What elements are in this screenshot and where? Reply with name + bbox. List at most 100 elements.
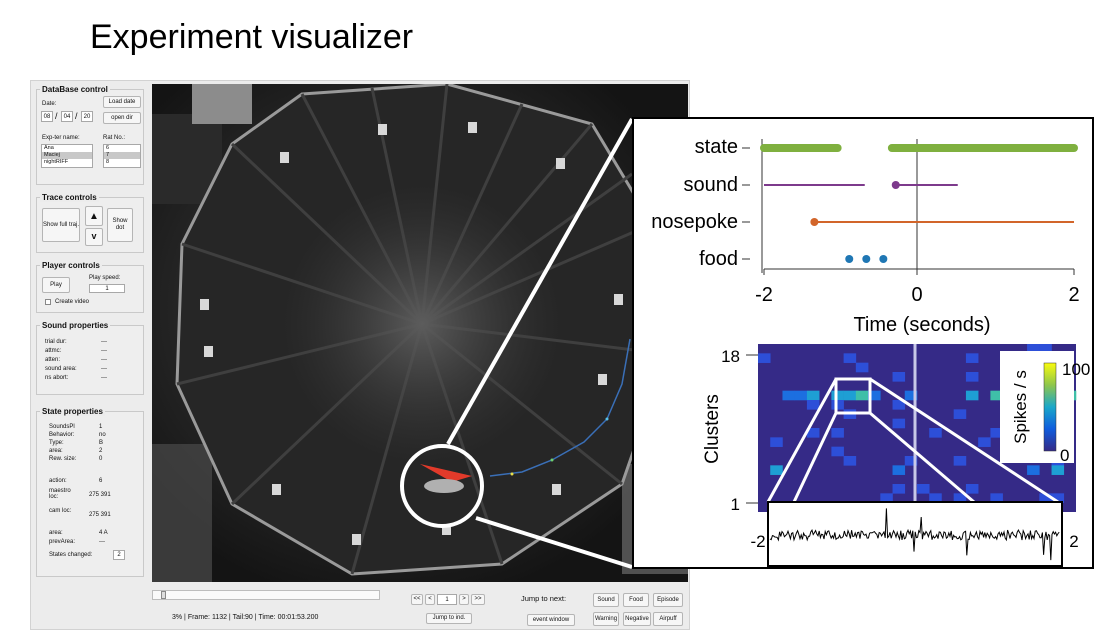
heatmap-cell [965, 390, 979, 401]
frame-step-field[interactable]: 1 [437, 594, 457, 605]
nav-last-button[interactable]: >> [471, 594, 485, 605]
event-raster-chart: state sound nosepoke food -2 0 2 Time (s… [651, 136, 1079, 336]
heatmap-cell [990, 428, 1003, 438]
state-properties-title: State properties [40, 407, 105, 416]
heatmap-cell [758, 353, 771, 363]
heatmap-cell [929, 428, 942, 438]
list-item[interactable]: Maciej [42, 152, 92, 159]
state-area-label: area: [49, 448, 63, 454]
heatmap-cell [843, 456, 857, 466]
show-dot-button[interactable]: Show dot [107, 208, 133, 242]
warning-event-button[interactable]: Warning [593, 612, 619, 626]
create-video-checkbox[interactable] [45, 299, 51, 305]
list-item[interactable]: 6 [106, 145, 110, 151]
state-area-value: 2 [99, 448, 103, 454]
heatmap-x-tick-right: 2 [1069, 532, 1078, 551]
sound-properties-title: Sound properties [40, 321, 111, 330]
state-type-label: Type: [49, 440, 64, 446]
video-frame[interactable] [152, 84, 688, 582]
frame-slider-thumb[interactable] [161, 591, 166, 599]
database-control-title: DataBase control [40, 85, 110, 94]
list-item[interactable]: Ana [44, 145, 54, 151]
heatmap-cell [831, 400, 844, 410]
list-item[interactable]: 7 [104, 152, 140, 159]
jump-to-index-button[interactable]: Jump to ind. [426, 613, 472, 624]
raster-x-tick-0: 0 [911, 284, 922, 306]
raster-x-axis-label: Time (seconds) [853, 314, 990, 336]
state-rew-size-value: 0 [99, 456, 103, 462]
create-video-label: Create video [55, 299, 90, 305]
state-properties-panel: State properties SoundsPl 1 Behavior: no… [36, 407, 144, 577]
maestro-loc-label: maestro loc: [49, 488, 71, 500]
heatmap-cell [953, 409, 967, 419]
colorbar-max: 100 [1062, 360, 1090, 379]
spike-trace-line [769, 508, 1060, 561]
analysis-callout: state sound nosepoke food -2 0 2 Time (s… [632, 117, 1094, 569]
state-behavior-value: no [99, 432, 106, 438]
date-day-field[interactable]: 08 [41, 111, 53, 122]
nav-first-button[interactable]: << [411, 594, 423, 605]
raster-row-label-nosepoke: nosepoke [651, 211, 738, 233]
sound-atten-value: --- [101, 357, 107, 363]
heatmap-cell [965, 484, 979, 494]
play-speed-field[interactable]: 1 [89, 284, 125, 293]
food-event-button[interactable]: Food [623, 593, 649, 607]
sound-area-value: --- [101, 366, 107, 372]
negative-event-button[interactable]: Negative [623, 612, 651, 626]
action-value: 6 [99, 478, 103, 484]
load-date-button[interactable]: Load date [103, 96, 141, 108]
cluster-heatmap: 18 1 Clusters -2 2 Spikes / s 100 0 [702, 344, 1090, 567]
states-changed-field: 2 [113, 550, 125, 560]
heatmap-cell [782, 390, 795, 401]
prev-area-label: prevArea: [49, 539, 76, 545]
page-headline: Experiment visualizer [90, 18, 414, 56]
event-window-button[interactable]: event window [527, 614, 575, 626]
rat-label: Rat No.: [103, 135, 126, 141]
heatmap-cell [1039, 493, 1052, 503]
episode-event-button[interactable]: Episode [653, 593, 683, 607]
food-point [862, 255, 871, 263]
show-full-trajectory-button[interactable]: Show full traj. [42, 208, 80, 242]
raster-x-tick-2: 2 [1068, 284, 1079, 306]
state-rew-size-label: Rew. size: [49, 456, 77, 462]
raster-row-label-food: food [699, 248, 738, 270]
date-month-field[interactable]: 04 [61, 111, 73, 122]
state-type-value: B [99, 440, 104, 446]
frame-slider[interactable] [152, 590, 380, 600]
heatmap-cell [892, 372, 906, 382]
heatmap-cell [904, 456, 918, 466]
heatmap-cell [892, 418, 906, 429]
heatmap-cell [1051, 465, 1065, 475]
heatmap-cell [929, 493, 942, 503]
list-item[interactable]: 8 [106, 159, 110, 165]
heatmap-y-tick-bottom: 1 [731, 495, 740, 514]
date-separator: / [55, 111, 58, 121]
action-label: action: [49, 478, 67, 484]
nav-next-button[interactable]: > [459, 594, 469, 605]
nav-prev-button[interactable]: < [425, 594, 435, 605]
open-dir-button[interactable]: open dir [103, 112, 141, 124]
rat-list[interactable]: 6 7 8 [103, 144, 141, 168]
experimenter-label: Exp-ter name: [42, 135, 80, 141]
sound-atten-label: atten: [45, 357, 61, 363]
colorbar-gradient [1043, 362, 1057, 452]
heatmap-cell [794, 390, 808, 401]
list-item[interactable]: nightRIFF [44, 159, 69, 165]
heatmap-cell [978, 437, 991, 447]
play-button[interactable]: Play [42, 277, 70, 293]
sound-attmc-value: --- [101, 348, 107, 354]
state-soundspl-value: 1 [99, 424, 103, 430]
date-year-field[interactable]: 20 [81, 111, 93, 122]
heatmap-y-tick-top: 18 [721, 347, 740, 366]
heatmap-cell [806, 400, 820, 410]
nosepoke-onset-marker [810, 218, 819, 226]
up-arrow-button[interactable]: ▲ [85, 206, 103, 226]
cam-loc-value: 275 391 [89, 512, 111, 518]
states-changed-label: States changed: [49, 552, 93, 558]
down-arrow-button[interactable]: v [85, 228, 103, 246]
airpuff-event-button[interactable]: Airpuff [653, 612, 683, 626]
sound-event-button[interactable]: Sound [593, 593, 619, 607]
experimenter-list[interactable]: Ana Maciej nightRIFF [41, 144, 93, 168]
date-label: Date: [42, 101, 57, 107]
